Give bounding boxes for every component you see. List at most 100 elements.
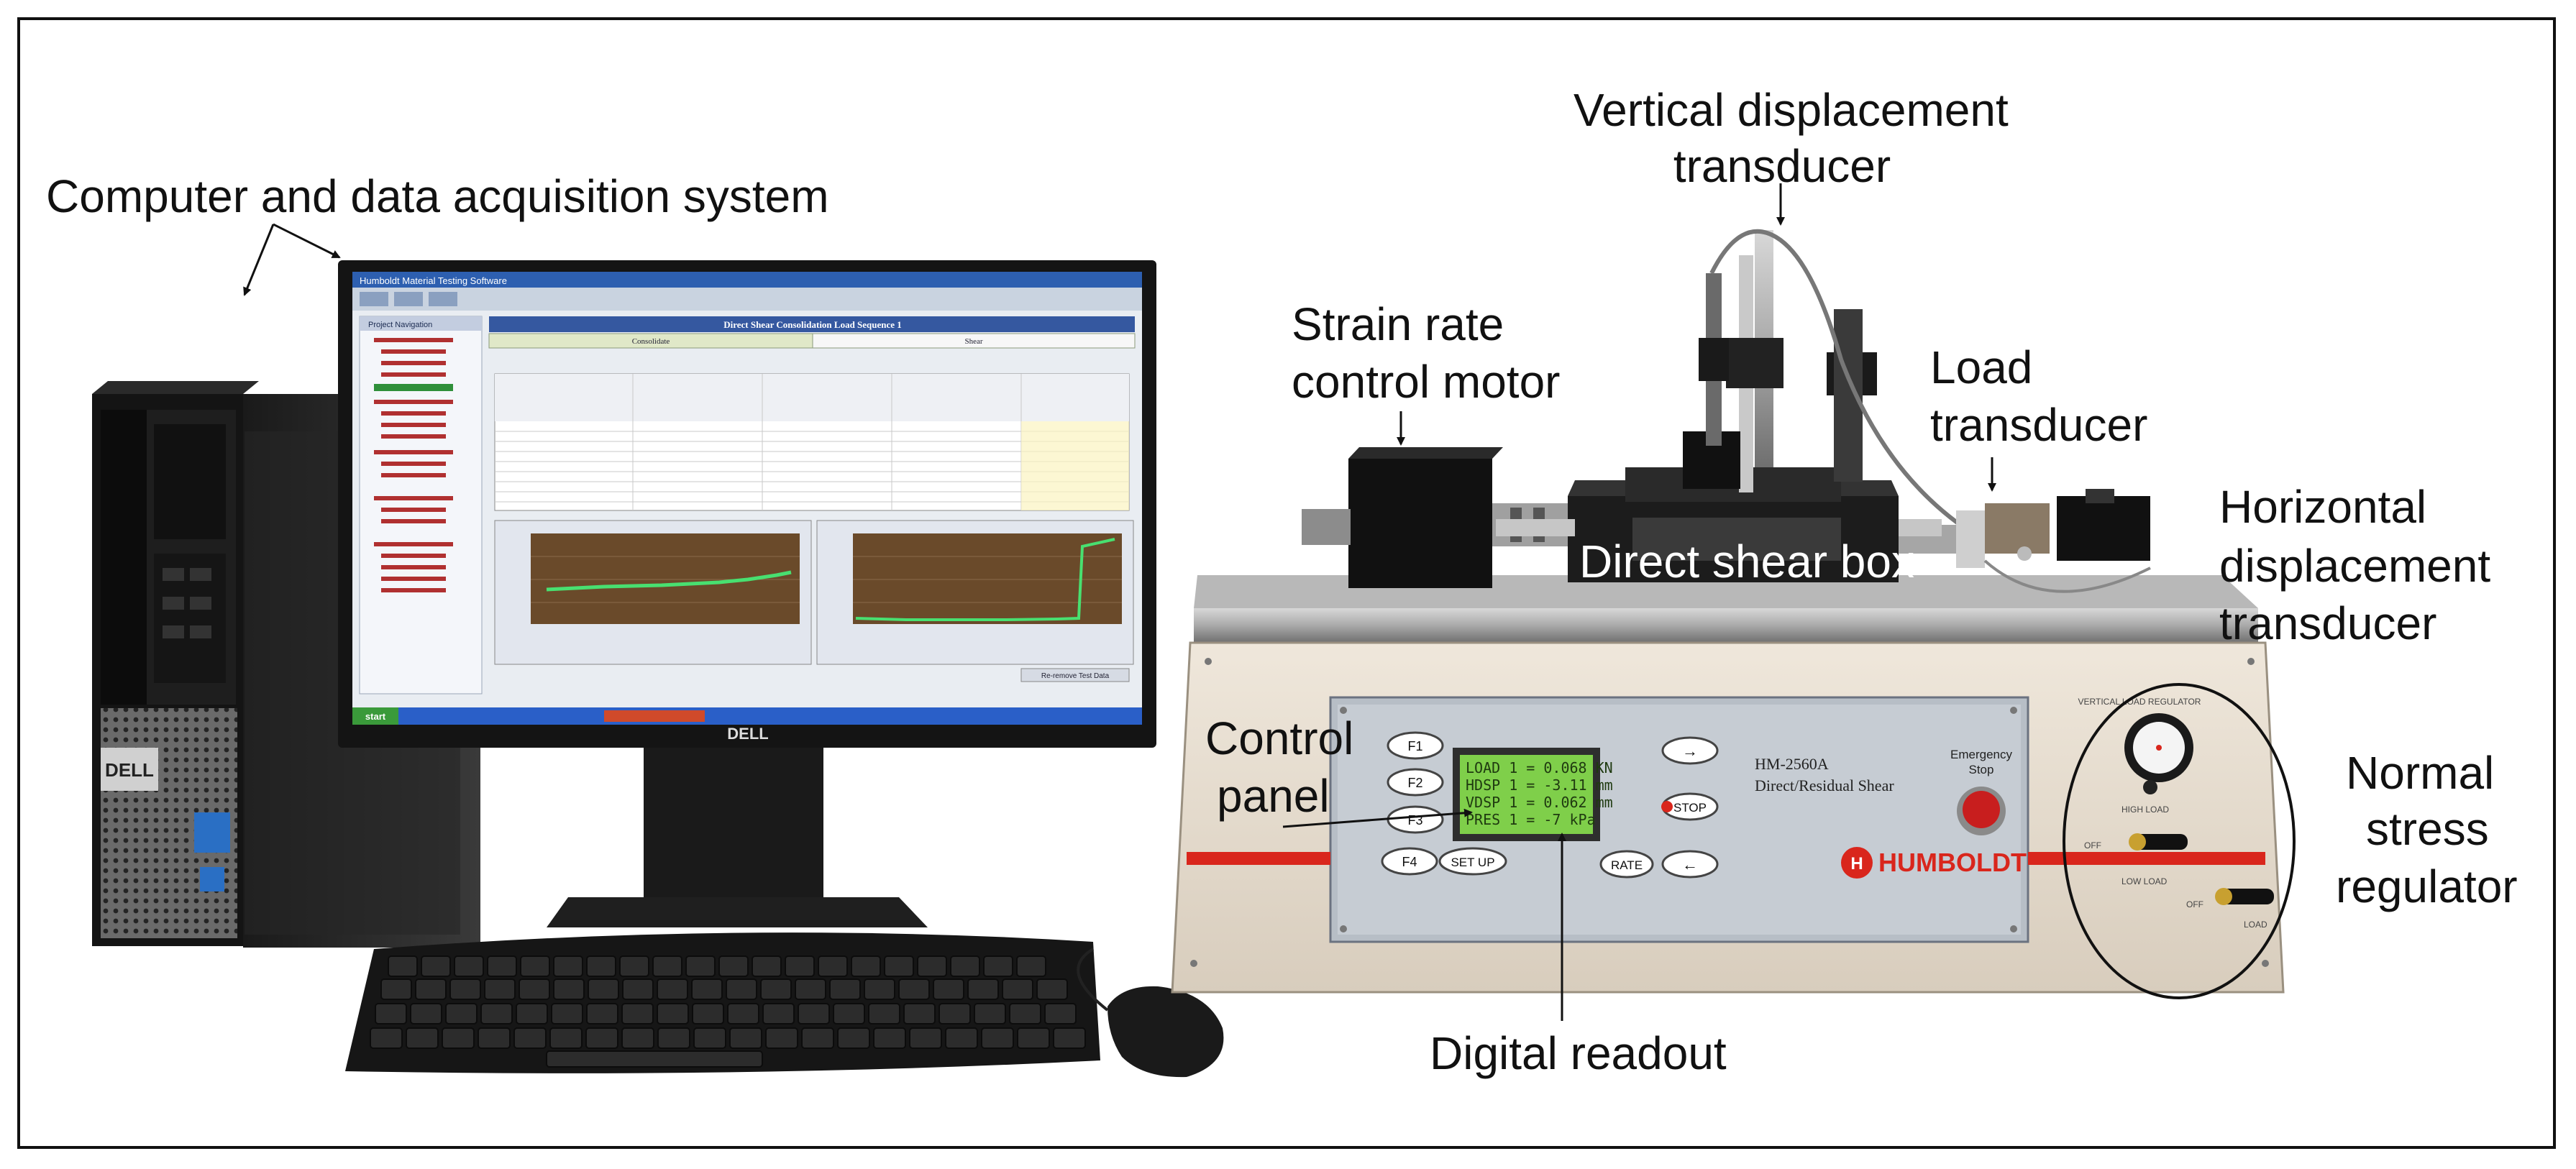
shear-machine: LOAD 1 = 0.068 KN HDSP 1 = -3.11 mm VDSP… <box>1171 229 2296 999</box>
button-f3[interactable]: F3 <box>1387 805 1444 834</box>
keyboard-key <box>1017 1027 1050 1049</box>
keyboard-key <box>864 978 895 1000</box>
arrow-left-button[interactable]: ← <box>1661 850 1719 879</box>
svg-text:H: H <box>1850 854 1863 874</box>
keyboard-key <box>903 1003 936 1024</box>
machine-model: HM-2560A <box>1755 755 1829 773</box>
svg-text:F2: F2 <box>1407 776 1422 790</box>
tab-shear[interactable]: Shear <box>964 337 982 346</box>
annotation-arrows <box>243 183 1996 1021</box>
keyboard-key <box>967 978 999 1000</box>
re-remove-button[interactable]: Re-remove Test Data <box>1041 672 1110 680</box>
tower-dell-logo: DELL <box>105 759 154 781</box>
keyboard-key <box>685 955 716 977</box>
keyboard-key <box>380 978 412 1000</box>
keyboard-key <box>873 1027 906 1049</box>
keyboard-key <box>586 955 616 977</box>
panel-title: Direct Shear Consolidation Load Sequence… <box>723 319 902 330</box>
monitor-dell-logo: DELL <box>727 725 768 743</box>
label-computer: Computer and data acquisition system <box>46 170 829 222</box>
keyboard-key <box>421 955 451 977</box>
keyboard-key <box>585 1027 618 1049</box>
keyboard-key <box>370 1027 403 1049</box>
label-shear-box: Direct shear box <box>1579 536 1914 587</box>
keyboard-key <box>519 978 550 1000</box>
high-load-text: HIGH LOAD <box>2121 804 2169 815</box>
svg-text:F1: F1 <box>1407 739 1422 753</box>
keyboard-key <box>551 1003 583 1024</box>
keyboard-key <box>520 955 550 977</box>
label-control-2: panel <box>1217 770 1330 822</box>
keyboard-key <box>553 955 583 977</box>
valve-handle-1[interactable] <box>2129 833 2188 851</box>
keyboard-key <box>516 1003 548 1024</box>
keyboard <box>345 932 1100 1073</box>
label-horizontal-3: transducer <box>2219 597 2437 649</box>
label-normal-2: stress <box>2366 803 2489 855</box>
keyboard-key <box>795 978 826 1000</box>
keyboard-key <box>950 955 980 977</box>
keyboard-key <box>484 978 516 1000</box>
keyboard-key <box>619 955 649 977</box>
keyboard-key <box>621 1027 654 1049</box>
emergency-label-1: Emergency <box>1950 748 2012 761</box>
keyboard-key <box>586 1003 618 1024</box>
button-f4[interactable]: F4 <box>1381 847 1438 876</box>
keyboard-key <box>588 978 619 1000</box>
button-stop[interactable]: STOP <box>1661 792 1719 821</box>
keyboard-key <box>933 978 964 1000</box>
humboldt-logo: H HUMBOLDT <box>1841 847 2027 879</box>
keyboard-key <box>553 978 585 1000</box>
keyboard-key <box>549 1027 583 1049</box>
keyboard-key <box>622 978 654 1000</box>
keyboard-key <box>729 1027 762 1049</box>
button-f1[interactable]: F1 <box>1387 731 1444 760</box>
svg-text:STOP: STOP <box>1673 801 1707 815</box>
svg-text:HUMBOLDT: HUMBOLDT <box>1878 848 2027 877</box>
button-setup[interactable]: SET UP <box>1438 847 1507 876</box>
button-rate[interactable]: RATE <box>1599 850 1654 879</box>
keyboard-key <box>726 978 757 1000</box>
label-normal-3: regulator <box>2336 861 2518 912</box>
keyboard-key <box>454 955 484 977</box>
svg-text:→: → <box>1682 742 1698 760</box>
lcd-line-1: LOAD 1 = 0.068 KN <box>1466 759 1613 776</box>
keyboard-key <box>983 955 1013 977</box>
svg-text:SET UP: SET UP <box>1451 856 1494 869</box>
button-f2[interactable]: F2 <box>1387 768 1444 797</box>
keyboard-key <box>898 978 930 1000</box>
keyboard-key <box>657 1027 690 1049</box>
label-load-2: transducer <box>1930 399 2148 451</box>
keyboard-key <box>762 1003 795 1024</box>
keyboard-key <box>801 1027 834 1049</box>
emergency-stop-button[interactable] <box>1957 787 2006 835</box>
emergency-label-2: Stop <box>1969 763 1994 776</box>
keyboard-key <box>1016 955 1046 977</box>
valve-handle-2[interactable] <box>2215 888 2274 905</box>
keyboard-key <box>760 978 792 1000</box>
start-button[interactable]: start <box>365 711 386 722</box>
keyboard-key <box>917 955 947 977</box>
keyboard-key <box>837 1027 870 1049</box>
nav-title: Project Navigation <box>368 321 432 329</box>
keyboard-key <box>1009 1003 1041 1024</box>
svg-text:RATE: RATE <box>1611 858 1643 872</box>
keyboard-key <box>621 1003 654 1024</box>
tab-consolidate[interactable]: Consolidate <box>632 337 670 346</box>
normal-stress-regulator: VERTICAL LOAD REGULATOR HIGH LOAD OFF LO… <box>2063 683 2296 999</box>
keyboard-key <box>868 1003 900 1024</box>
keyboard-key <box>974 1003 1006 1024</box>
keyboard-key <box>718 955 749 977</box>
off-text-1: OFF <box>2084 840 2101 851</box>
keyboard-key <box>487 955 517 977</box>
keyboard-key <box>1036 978 1068 1000</box>
keyboard-key <box>415 978 447 1000</box>
label-control-1: Control <box>1205 712 1354 764</box>
load-text: LOAD <box>2244 920 2267 930</box>
keyboard-key <box>884 955 914 977</box>
arrow-right-button[interactable]: → <box>1661 736 1719 765</box>
lcd-line-2: HDSP 1 = -3.11 mm <box>1466 776 1613 794</box>
keyboard-key <box>693 1027 726 1049</box>
label-normal-1: Normal <box>2346 747 2495 799</box>
